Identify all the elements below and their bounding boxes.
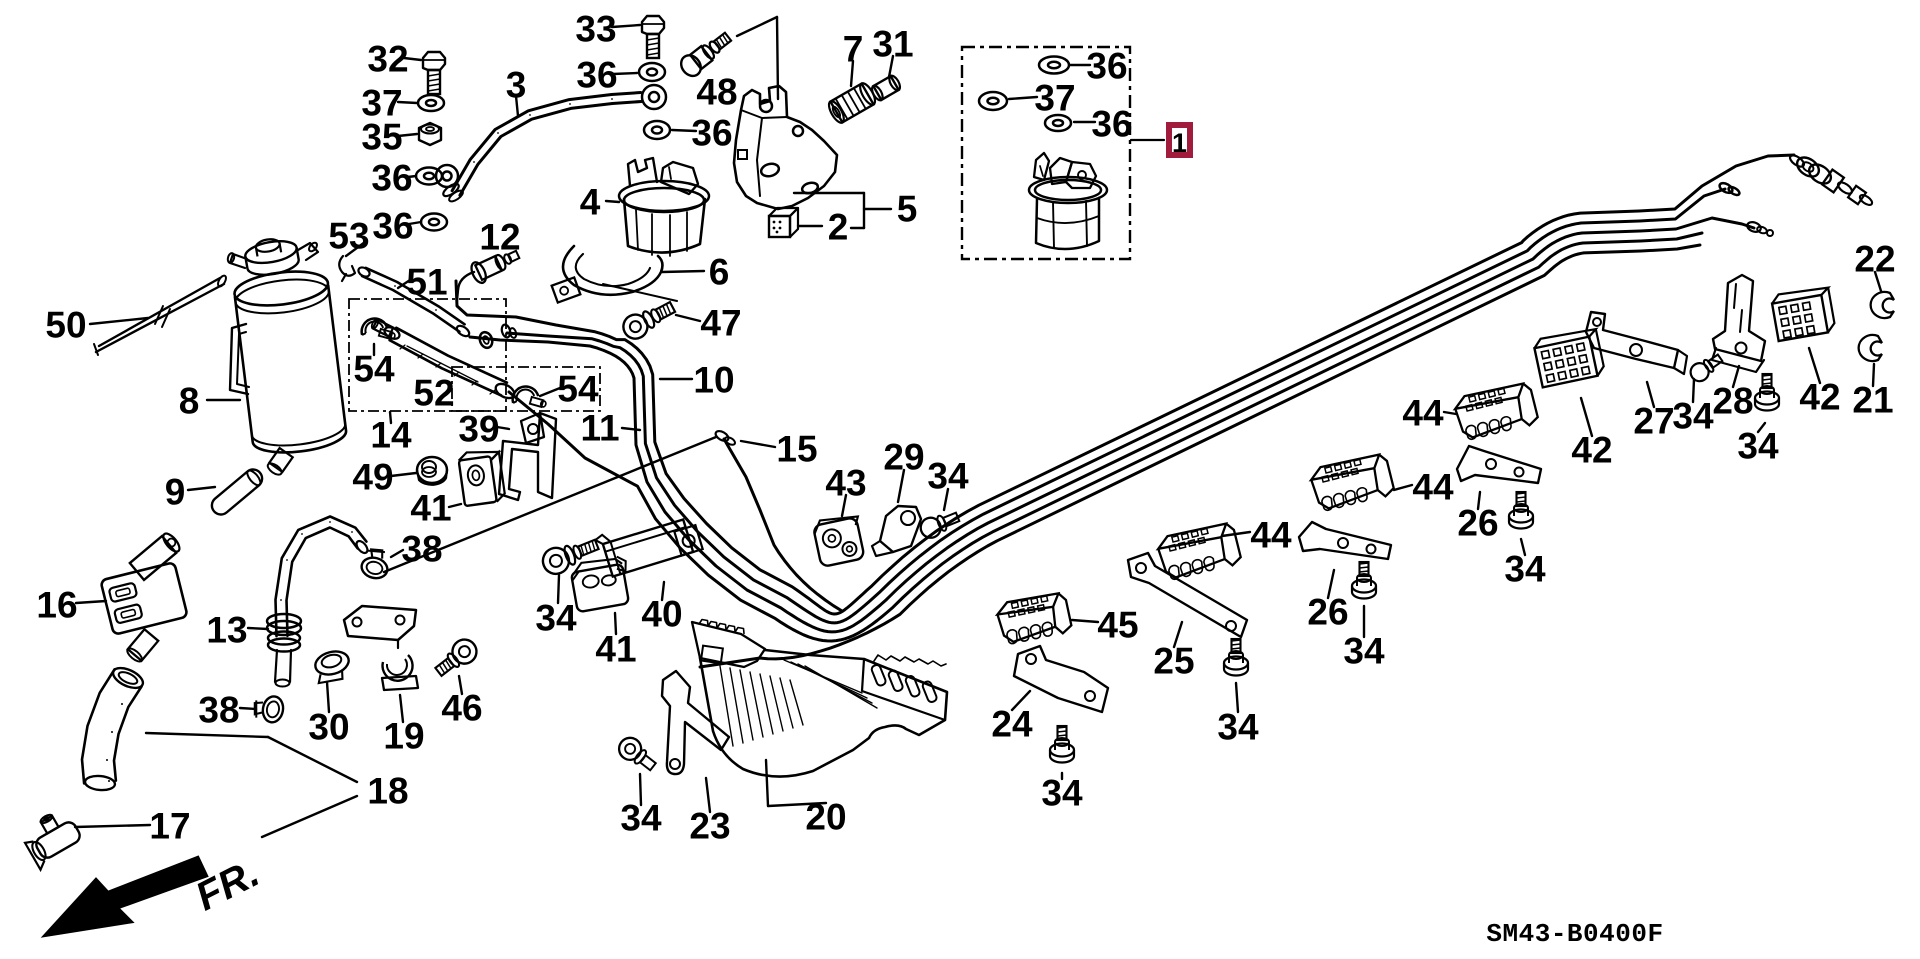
svg-text:7: 7	[843, 28, 864, 69]
svg-text:10: 10	[693, 359, 734, 400]
svg-text:1: 1	[1172, 128, 1187, 158]
svg-text:11: 11	[580, 407, 619, 448]
svg-text:36: 36	[371, 157, 412, 198]
svg-text:2: 2	[828, 206, 849, 247]
svg-text:35: 35	[361, 116, 402, 157]
svg-text:37: 37	[361, 82, 402, 123]
svg-text:4: 4	[580, 181, 601, 222]
svg-text:18: 18	[367, 770, 408, 811]
svg-text:13: 13	[206, 609, 247, 650]
svg-text:49: 49	[352, 456, 393, 497]
svg-text:12: 12	[479, 216, 520, 257]
svg-text:37: 37	[1034, 77, 1075, 118]
svg-text:51: 51	[406, 261, 447, 302]
svg-text:47: 47	[700, 302, 741, 343]
svg-text:41: 41	[410, 487, 451, 528]
svg-text:8: 8	[179, 380, 200, 421]
svg-text:36: 36	[1086, 45, 1127, 86]
svg-text:15: 15	[776, 428, 817, 469]
svg-text:54: 54	[557, 368, 599, 409]
svg-text:33: 33	[575, 8, 616, 49]
svg-text:38: 38	[198, 689, 239, 730]
svg-text:36: 36	[691, 112, 732, 153]
svg-text:36: 36	[372, 205, 413, 246]
svg-text:44: 44	[1402, 392, 1444, 433]
svg-text:6: 6	[709, 251, 730, 292]
svg-text:44: 44	[1250, 514, 1292, 555]
svg-text:45: 45	[1097, 604, 1138, 645]
svg-text:SM43-B0400F: SM43-B0400F	[1486, 919, 1663, 949]
svg-text:53: 53	[328, 215, 369, 256]
svg-text:5: 5	[897, 188, 918, 229]
svg-text:32: 32	[367, 38, 408, 79]
svg-text:52: 52	[413, 372, 454, 413]
svg-text:9: 9	[165, 471, 186, 512]
svg-text:34: 34	[535, 597, 577, 638]
svg-text:39: 39	[458, 408, 499, 449]
svg-text:44: 44	[1412, 466, 1454, 507]
svg-text:36: 36	[1091, 103, 1132, 144]
svg-text:3: 3	[506, 64, 527, 105]
svg-text:17: 17	[149, 805, 190, 846]
svg-text:16: 16	[36, 584, 77, 625]
svg-text:48: 48	[696, 71, 737, 112]
svg-text:50: 50	[45, 304, 86, 345]
svg-text:36: 36	[576, 54, 617, 95]
